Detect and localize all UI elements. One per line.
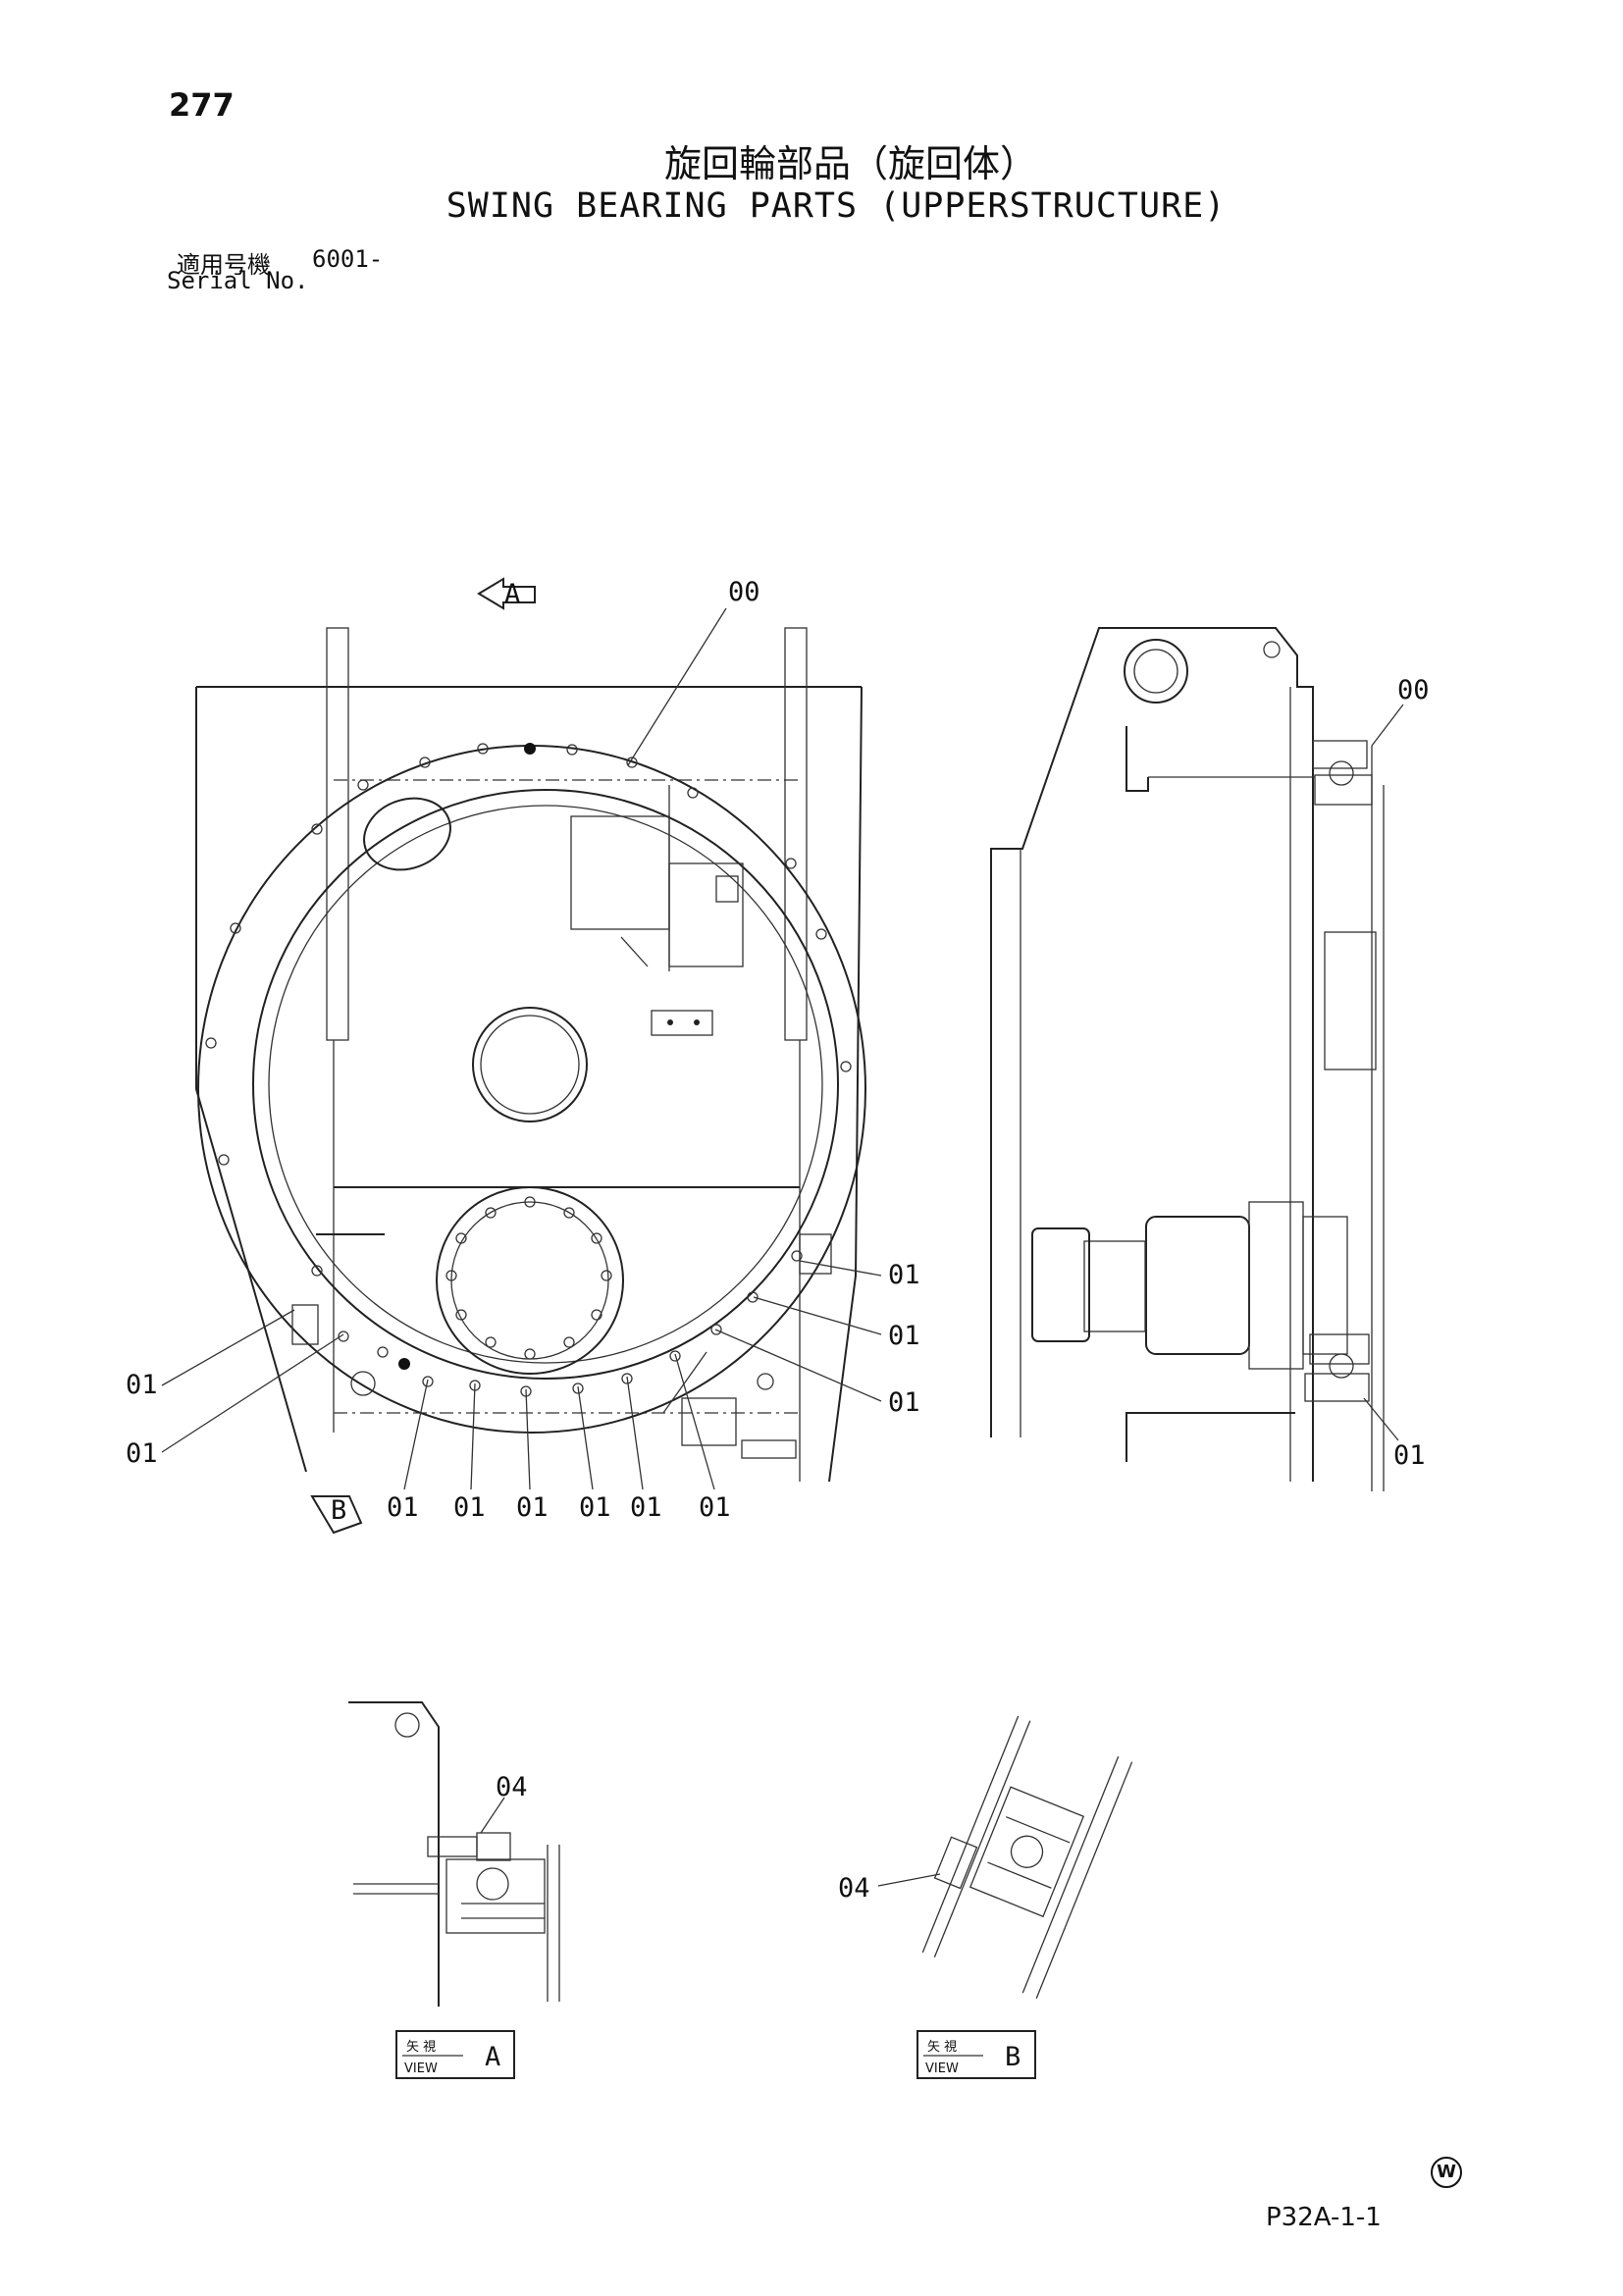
callout-00-side: 00 — [1397, 675, 1430, 705]
frame-right-edge — [828, 686, 863, 1483]
callout-04-detail-b: 04 — [838, 1873, 870, 1904]
bearing-ball-bottom — [1329, 1353, 1354, 1379]
bearing-middle-ring — [252, 789, 839, 1380]
detail-view-b — [921, 1715, 1133, 1999]
callout-01-bottom-3: 01 — [516, 1492, 549, 1523]
callout-00-main: 00 — [728, 577, 760, 607]
bearing-outer-ring — [197, 745, 866, 1434]
view-tag-b — [916, 2030, 1036, 2079]
document-code: P32A-1-1 — [1266, 2203, 1382, 2232]
w-mark: W — [1431, 2157, 1462, 2188]
main-top-view — [161, 577, 882, 1535]
view-tag-a-jp: 矢 視 — [406, 2040, 436, 2055]
view-tag-a — [395, 2030, 515, 2079]
callout-01-left-2: 01 — [126, 1438, 158, 1469]
serial-label-japanese: 適用号機 — [177, 251, 271, 279]
callout-01-bottom-5: 01 — [630, 1492, 662, 1523]
access-cover — [363, 797, 451, 871]
title-japanese: 旋回輪部品（旋回体） — [663, 142, 1037, 185]
callout-01-bottom-4: 01 — [579, 1492, 611, 1523]
serial-value: 6001- — [312, 245, 384, 273]
frame-left-edge — [195, 687, 307, 1473]
bolt-holes — [205, 743, 852, 1397]
view-tag-b-letter: B — [1005, 2042, 1021, 2072]
title-english: SWING BEARING PARTS (UPPERSTRUCTURE) — [445, 186, 1227, 226]
page-number: 277 — [169, 86, 235, 124]
callout-01-right-3: 01 — [888, 1387, 920, 1418]
upper-bracket — [570, 815, 670, 930]
callout-01-bottom-1: 01 — [387, 1492, 419, 1523]
view-tag-b-jp: 矢 視 — [927, 2040, 957, 2055]
view-arrow-a — [477, 577, 536, 610]
side-view — [990, 627, 1404, 1491]
swing-motor — [1145, 1216, 1250, 1355]
left-rail — [326, 627, 349, 1041]
bearing-inner-ring — [268, 805, 823, 1364]
callout-01-bottom-2: 01 — [453, 1492, 486, 1523]
bearing-ball-top — [1329, 760, 1354, 786]
center-opening — [472, 1007, 588, 1122]
view-arrow-b-letter: B — [331, 1495, 346, 1526]
callout-01-bottom-6: 01 — [699, 1492, 731, 1523]
callout-04-detail-a: 04 — [496, 1772, 528, 1802]
callout-01-right-1: 01 — [888, 1260, 920, 1290]
right-rail — [784, 627, 808, 1041]
view-arrow-a-letter: A — [504, 579, 520, 609]
view-tag-a-letter: A — [485, 2042, 500, 2072]
detail-view-a — [348, 1701, 560, 2007]
view-arrow-b — [310, 1495, 363, 1535]
pinion-flange — [436, 1186, 624, 1375]
view-tag-b-en: VIEW — [925, 2061, 959, 2076]
motor-cap — [1031, 1227, 1090, 1342]
boom-foot-pin — [1124, 639, 1188, 704]
callout-01-right-2: 01 — [888, 1321, 920, 1351]
small-plate — [651, 1010, 713, 1036]
callout-01-left-1: 01 — [126, 1370, 158, 1400]
side-frame-outline — [990, 627, 1314, 1482]
view-tag-a-en: VIEW — [404, 2061, 438, 2076]
callout-01-side: 01 — [1393, 1440, 1426, 1471]
serial-label-english: Serial No. — [167, 267, 309, 294]
